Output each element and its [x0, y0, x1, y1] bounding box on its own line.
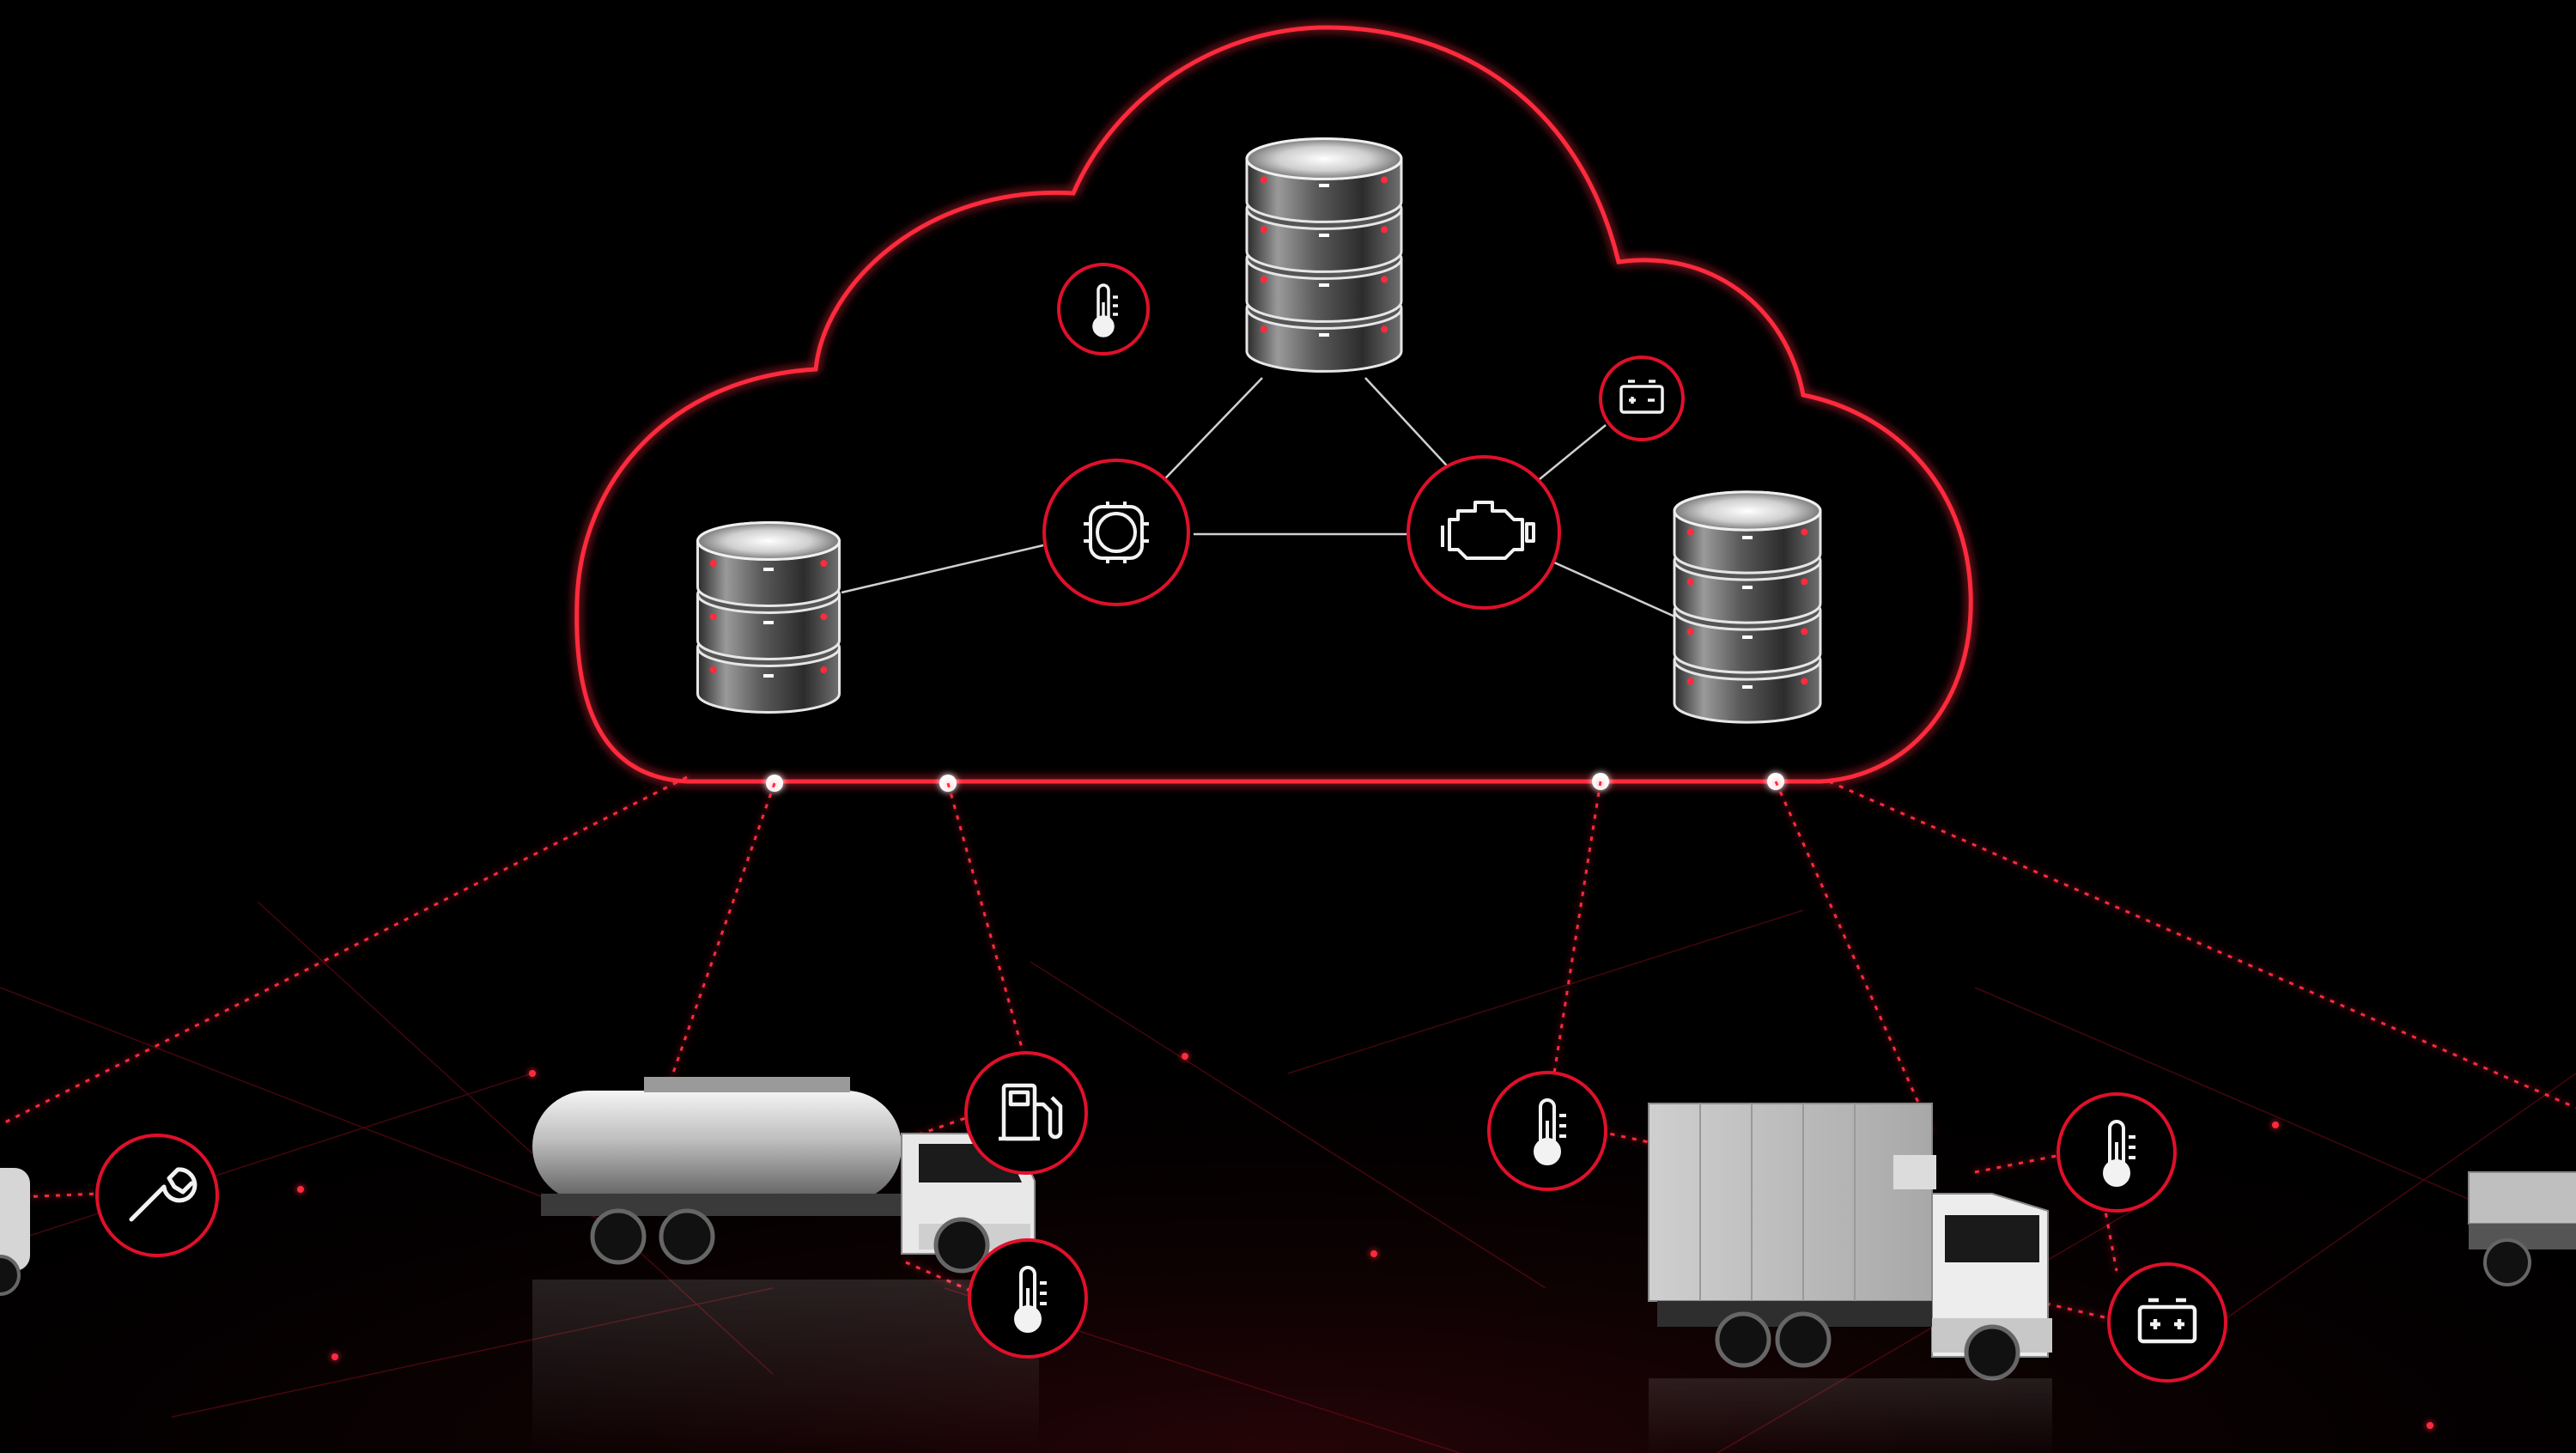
database-led: [1260, 176, 1267, 184]
database-led: [1801, 528, 1808, 536]
cloud-thermometer-icon: [1057, 263, 1150, 356]
database-led: [1801, 628, 1808, 635]
database-led: [1801, 578, 1808, 586]
database-led: [820, 560, 828, 568]
cloud-battery-icon: [1599, 356, 1685, 441]
database-led: [1260, 276, 1267, 283]
database-top-disk: [696, 521, 841, 561]
database-led: [1686, 678, 1694, 685]
database-led: [1381, 226, 1388, 234]
battery-box-icon: [2107, 1262, 2227, 1383]
database-top: [1245, 137, 1403, 373]
database-led: [820, 613, 828, 621]
database-led: [709, 560, 717, 568]
cloud-gear-engine-icon: [1042, 459, 1190, 606]
database-right: [1673, 490, 1822, 724]
database-led: [1260, 226, 1267, 234]
thermometer-box-left-icon: [1487, 1071, 1607, 1191]
box-truck: [1648, 1103, 2052, 1453]
cloud-outline: [574, 25, 1973, 784]
thermometer-tanker-icon: [968, 1238, 1088, 1359]
floor-network: [0, 901, 2576, 1453]
van-left: [0, 1168, 30, 1296]
cloud-engine-check-icon: [1406, 455, 1561, 610]
wrench-icon: [95, 1134, 219, 1257]
database-top-disk: [1245, 137, 1403, 180]
database-led: [1381, 325, 1388, 333]
database-led: [1260, 325, 1267, 333]
database-led: [820, 666, 828, 674]
database-led: [1686, 628, 1694, 635]
database-led: [1381, 276, 1388, 283]
database-led: [1381, 176, 1388, 184]
database-led: [1686, 528, 1694, 536]
thermometer-box-right-icon: [2057, 1092, 2177, 1213]
database-left: [696, 521, 841, 714]
database-top-disk: [1673, 490, 1822, 532]
fuel-pump-icon: [964, 1051, 1088, 1175]
database-led: [709, 613, 717, 621]
database-led: [1801, 678, 1808, 685]
database-led: [1686, 578, 1694, 586]
database-led: [709, 666, 717, 674]
flatbed-right: [2468, 1171, 2576, 1286]
